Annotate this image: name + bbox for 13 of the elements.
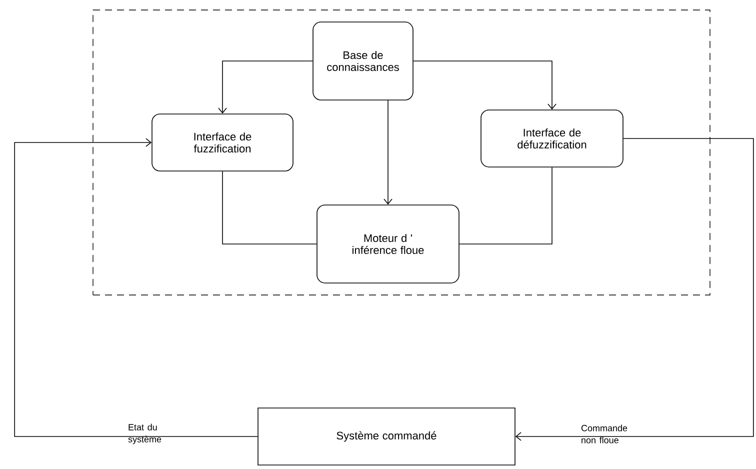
system-box: Système commandé: [258, 408, 516, 466]
process-box: Interface de défuzzification: [480, 110, 624, 168]
arrow: [384, 100, 392, 205]
process-box: Base de connaissances: [312, 22, 414, 100]
edge-label: Etat du système: [128, 424, 162, 444]
arrow: [14, 138, 258, 437]
arrow: [218, 60, 313, 114]
process-box: Moteur d ' inférence floue: [316, 204, 460, 284]
arrow: [515, 138, 754, 441]
arrow: [413, 60, 556, 110]
edge-label: Commande non floue: [581, 424, 628, 444]
dashed-boundary-box: [92, 10, 710, 296]
process-box: Interface de fuzzification: [152, 114, 294, 172]
